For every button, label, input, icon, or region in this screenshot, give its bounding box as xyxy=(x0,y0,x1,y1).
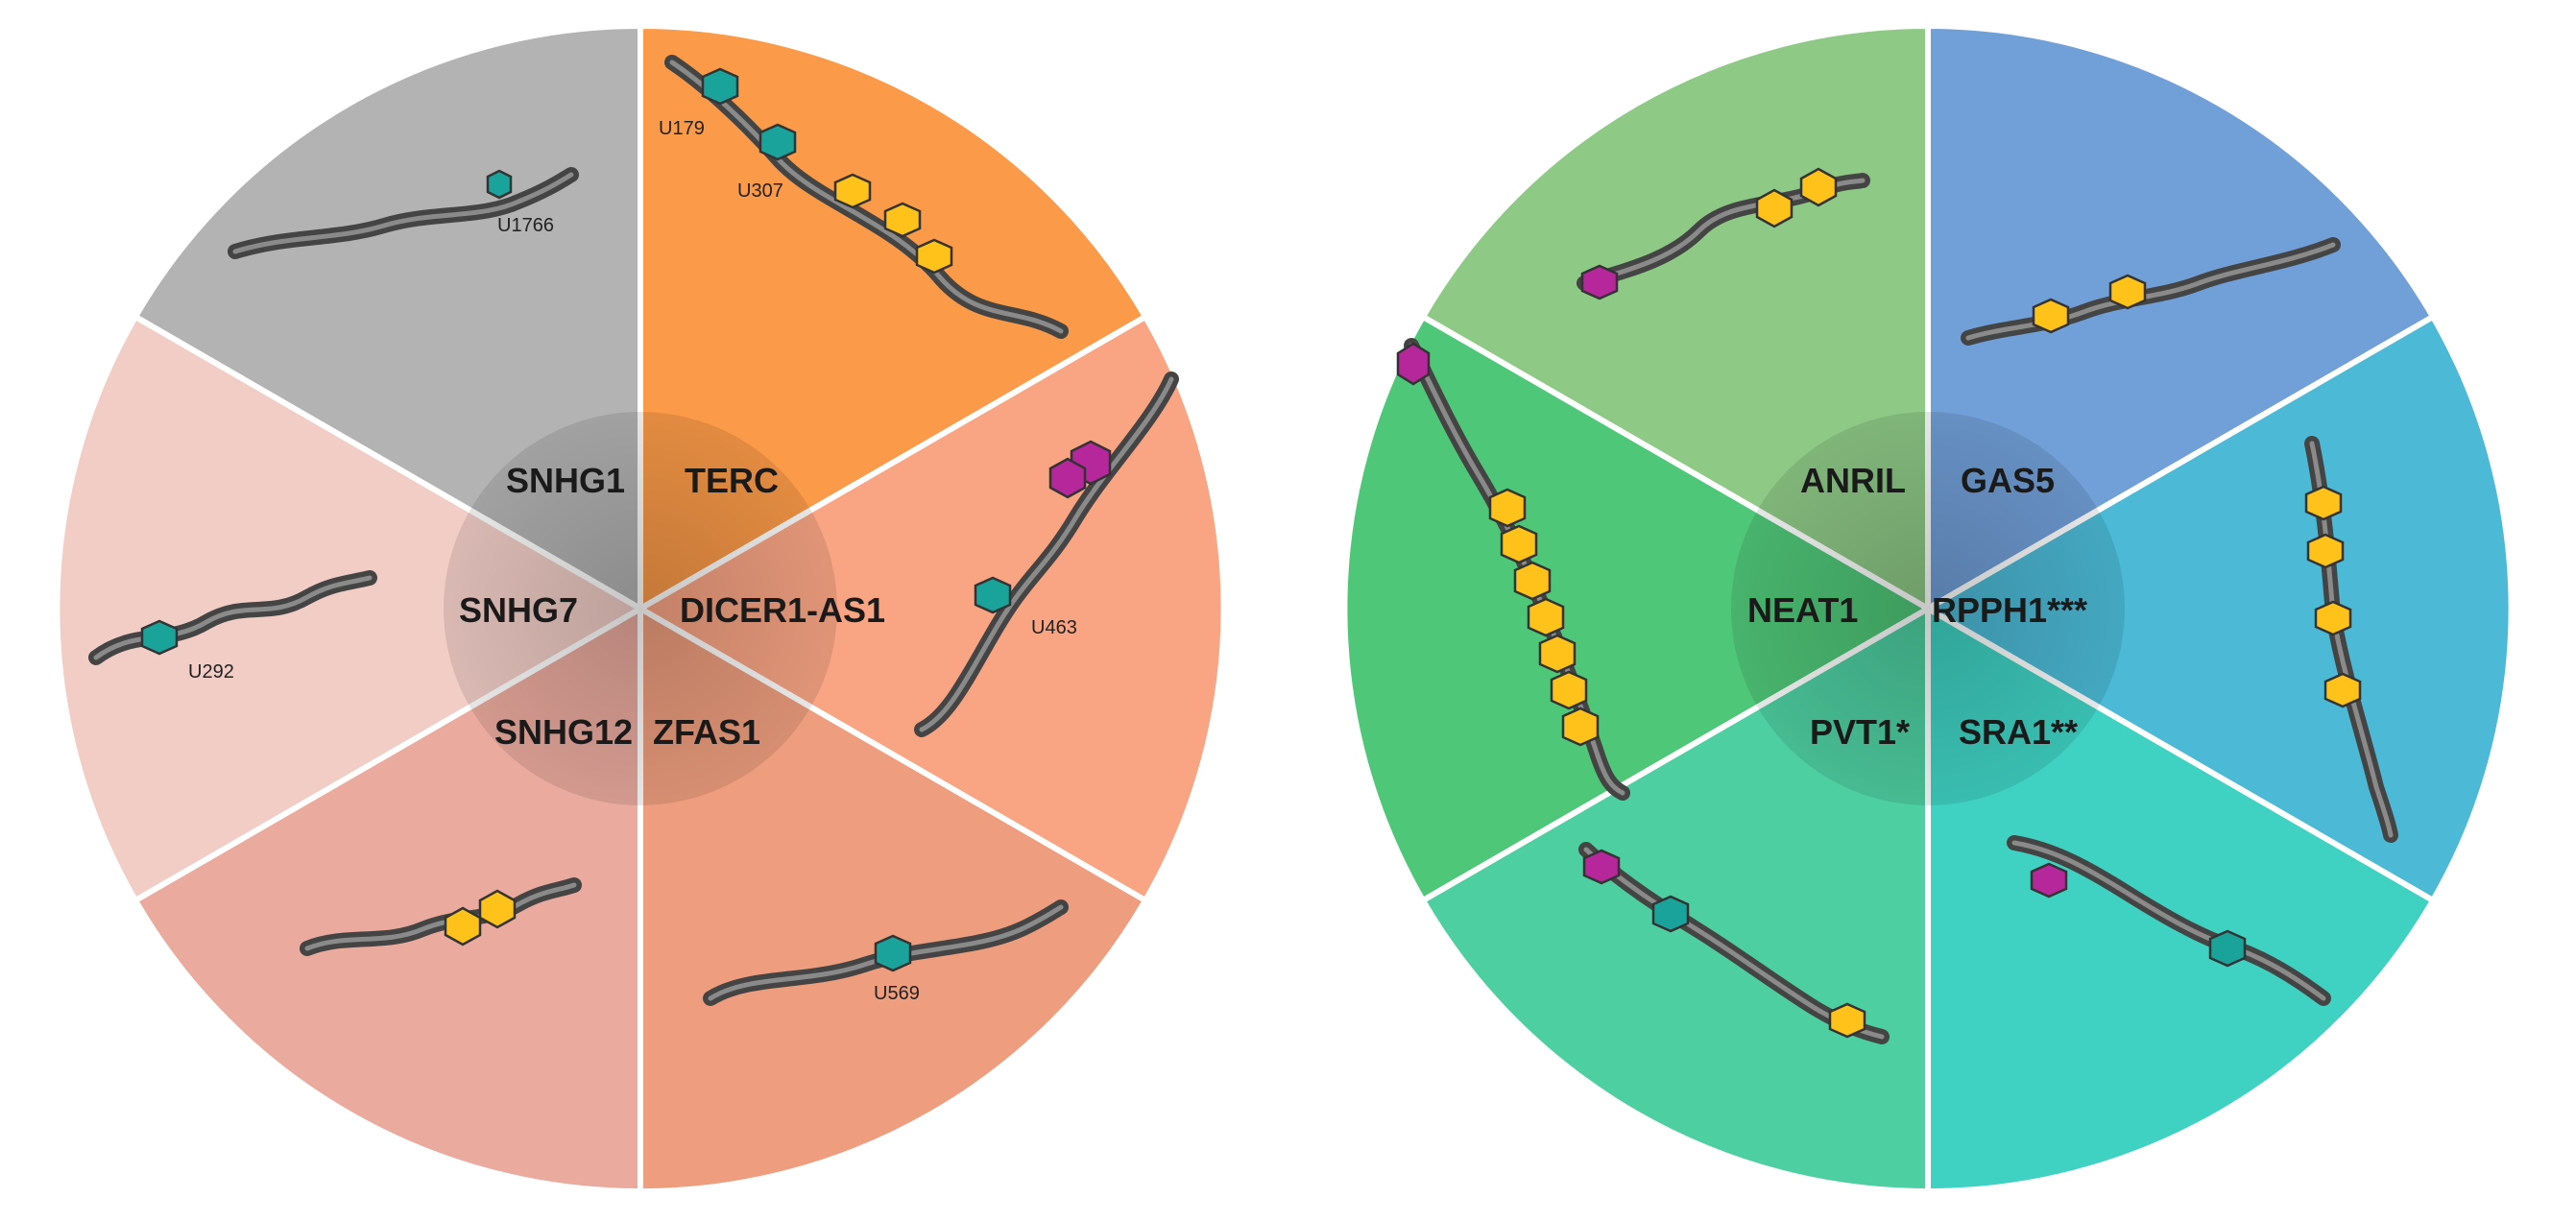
yellow-bead-icon xyxy=(1500,524,1538,564)
rna-strand-neat1 xyxy=(1396,338,1630,801)
rna-strand-terc xyxy=(664,55,1069,339)
teal-bead-icon xyxy=(140,619,179,656)
rna-strand-snhg7 xyxy=(88,570,377,665)
segment-label-anril: ANRIL xyxy=(1800,461,1906,500)
yellow-bead-icon xyxy=(915,238,953,275)
segment-label-snhg12: SNHG12 xyxy=(494,712,633,752)
teal-bead-icon xyxy=(1651,895,1690,933)
yellow-bead-icon xyxy=(833,173,872,209)
yellow-bead-icon xyxy=(1828,1002,1866,1039)
site-label-u1766: U1766 xyxy=(497,215,554,236)
rna-strand-sra1 xyxy=(2007,835,2331,1006)
site-label-u307: U307 xyxy=(737,180,783,202)
right-hub xyxy=(1731,412,2125,805)
right-wheel: ANRIL GAS5 RPPH1*** SRA1** PVT1* NEAT1 xyxy=(1341,22,2515,1195)
yellow-bead-icon xyxy=(883,202,922,238)
yellow-bead-icon xyxy=(1527,597,1565,637)
magenta-bead-icon xyxy=(1582,849,1621,885)
rna-strand-gas5 xyxy=(1961,237,2341,346)
segment-label-gas5: GAS5 xyxy=(1961,461,2055,500)
yellow-bead-icon xyxy=(478,889,517,929)
rna-strand-snhg1 xyxy=(228,167,579,259)
yellow-bead-icon xyxy=(1755,188,1794,228)
segment-label-terc: TERC xyxy=(685,461,779,500)
sector-neat1 xyxy=(1341,312,1934,905)
segment-label-snhg7: SNHG7 xyxy=(459,590,578,630)
yellow-bead-icon xyxy=(1513,561,1552,601)
rna-strand-dicer1-as1 xyxy=(914,371,1179,737)
yellow-bead-icon xyxy=(1550,670,1588,710)
magenta-bead-icon xyxy=(1048,457,1087,499)
site-label-u463: U463 xyxy=(1031,617,1077,638)
yellow-bead-icon xyxy=(2108,274,2147,310)
teal-bead-icon xyxy=(701,67,739,106)
yellow-bead-icon xyxy=(444,906,482,946)
left-hub xyxy=(444,412,837,805)
site-label-u569: U569 xyxy=(874,983,920,1004)
segment-label-zfas1: ZFAS1 xyxy=(653,712,760,752)
yellow-bead-icon xyxy=(1488,488,1527,528)
segment-label-dicer1-as1: DICER1-AS1 xyxy=(680,590,885,630)
yellow-bead-icon xyxy=(1538,634,1577,674)
magenta-bead-icon xyxy=(1580,264,1619,300)
segment-label-neat1: NEAT1 xyxy=(1747,590,1858,630)
yellow-bead-icon xyxy=(2314,600,2352,636)
teal-bead-icon xyxy=(486,169,513,200)
magenta-bead-icon xyxy=(1396,342,1431,386)
teal-bead-icon xyxy=(874,934,912,972)
yellow-bead-icon xyxy=(1561,707,1600,747)
site-label-u179: U179 xyxy=(659,118,705,139)
yellow-bead-icon xyxy=(2323,672,2362,708)
yellow-bead-icon xyxy=(2304,485,2343,521)
site-label-u292: U292 xyxy=(188,661,234,683)
yellow-bead-icon xyxy=(2306,533,2345,569)
teal-bead-icon xyxy=(2208,929,2247,968)
segment-label-rpph1: RPPH1*** xyxy=(1932,590,2087,630)
rna-strand-snhg12 xyxy=(300,877,582,956)
yellow-bead-icon xyxy=(2032,298,2070,334)
magenta-bead-icon xyxy=(2030,862,2068,899)
yellow-bead-icon xyxy=(1799,167,1838,207)
rna-strand-zfas1 xyxy=(703,899,1069,1006)
rna-strand-anril xyxy=(1577,167,1870,300)
sector-snhg7 xyxy=(54,312,646,905)
segment-label-sra1: SRA1** xyxy=(1959,712,2078,752)
rna-strand-rpph1 xyxy=(2304,436,2398,843)
teal-bead-icon xyxy=(758,123,797,161)
rna-strand-pvt1 xyxy=(1578,842,1890,1044)
segment-label-pvt1: PVT1* xyxy=(1810,712,1910,752)
left-wheel: U1766 U179 U307 U463 U569 xyxy=(54,22,1227,1195)
segment-label-snhg1: SNHG1 xyxy=(506,461,625,500)
teal-bead-icon xyxy=(974,576,1012,614)
